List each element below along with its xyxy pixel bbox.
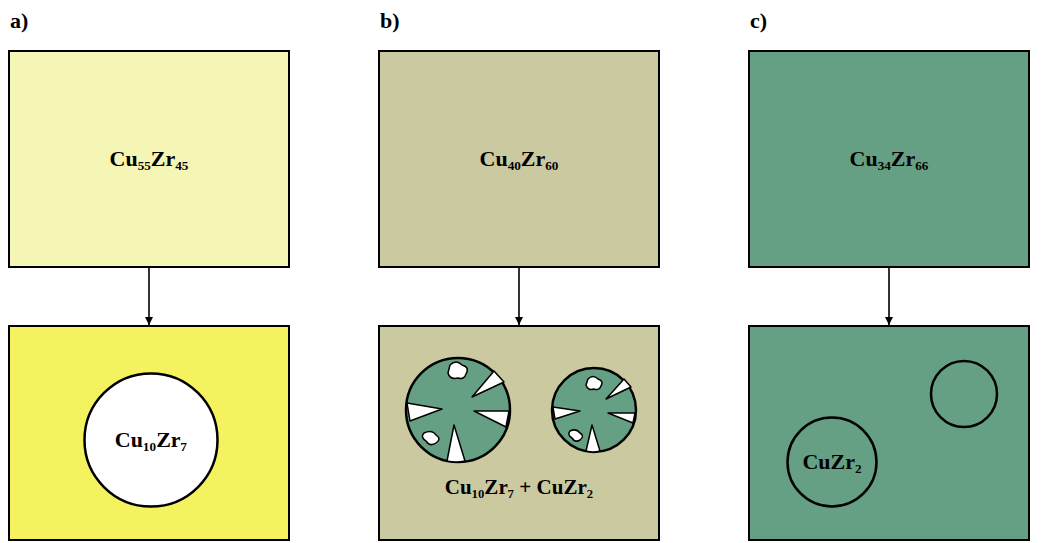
grain-illustration — [750, 327, 1032, 543]
phase-box: Cu₃₄Zr₆₆ — [748, 50, 1030, 268]
panel-label: b) — [380, 8, 400, 34]
phase-label: Cu₄₀Zr₆₀ — [480, 146, 559, 172]
phase-label: Cu₁₀Zr₇ — [115, 427, 187, 453]
phase-circle: Cu₁₀Zr₇ — [83, 372, 219, 508]
transform-arrow — [518, 268, 520, 325]
panel-label: c) — [750, 8, 767, 34]
phase-box: CuZr₂ — [748, 325, 1030, 541]
phase-label: Cu₁₀Zr₇ + CuZr₂ — [380, 475, 658, 500]
phase-label: Cu₃₄Zr₆₆ — [850, 146, 929, 172]
phase-label: CuZr₂ — [802, 449, 861, 475]
phase-box: Cu₁₀Zr₇ — [8, 325, 290, 541]
phase-circle: CuZr₂ — [786, 416, 878, 508]
phase-box: Cu₄₀Zr₆₀ — [378, 50, 660, 268]
phase-box: Cu₅₅Zr₄₅ — [8, 50, 290, 268]
phase-box: Cu₁₀Zr₇ + CuZr₂ — [378, 325, 660, 541]
transform-arrow — [148, 268, 150, 325]
panel-label: a) — [10, 8, 28, 34]
phase-label: Cu₅₅Zr₄₅ — [110, 146, 189, 172]
grain-illustration — [380, 327, 662, 543]
transform-arrow — [888, 268, 890, 325]
